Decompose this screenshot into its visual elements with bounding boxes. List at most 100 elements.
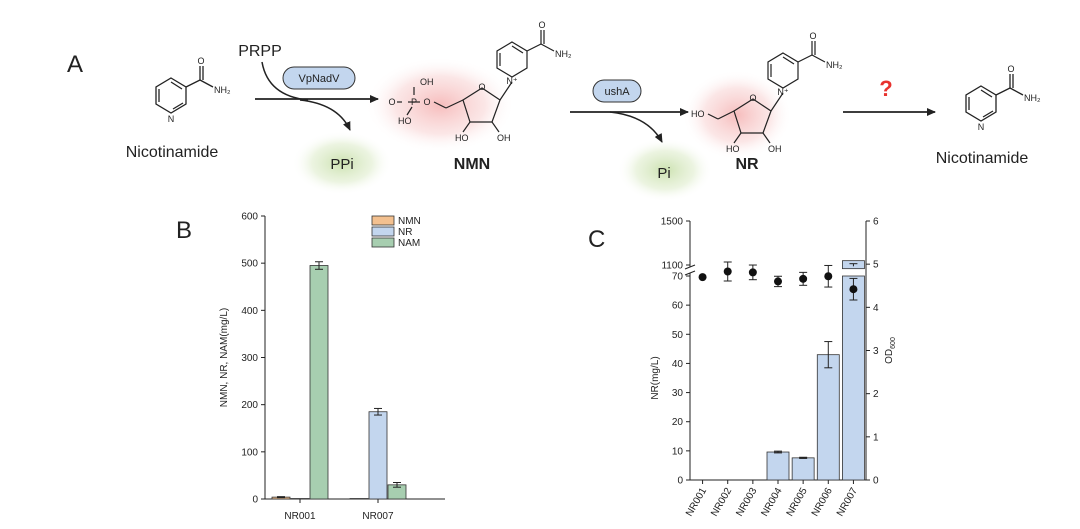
atom-label: O bbox=[197, 56, 204, 66]
nicotinamide-structure-left bbox=[155, 66, 214, 114]
y-axis-label: NMN, NR, NAM(mg/L) bbox=[219, 308, 230, 407]
od600-point bbox=[723, 267, 732, 276]
atom-label: HO bbox=[691, 109, 705, 119]
y-tick-label: 500 bbox=[241, 259, 258, 270]
axis-break-mark bbox=[684, 264, 696, 270]
od600-point bbox=[799, 274, 808, 283]
x-tick-label: NR002 bbox=[709, 486, 734, 519]
enzyme-label-vpnadv: VpNadV bbox=[299, 73, 341, 85]
od600-point bbox=[849, 285, 858, 294]
y2-tick-label: 4 bbox=[873, 303, 879, 314]
y-tick-label: 400 bbox=[241, 306, 258, 317]
od600-point bbox=[774, 277, 782, 286]
nr-label: NR bbox=[735, 156, 759, 173]
panel-label-b: B bbox=[176, 217, 192, 244]
legend-swatch-nmn bbox=[371, 215, 395, 226]
od600-point bbox=[824, 272, 833, 281]
atom-label: OH bbox=[420, 77, 434, 87]
prpp-label: PRPP bbox=[238, 43, 282, 60]
y-tick-label: 200 bbox=[241, 400, 258, 411]
bar-nr bbox=[766, 451, 790, 481]
y2-tick-label: 2 bbox=[873, 389, 879, 400]
atom-label: N⁺ bbox=[506, 76, 517, 86]
bar-nr bbox=[368, 411, 388, 500]
x-tick-label: NR004 bbox=[760, 486, 785, 519]
bar-nam bbox=[309, 265, 329, 500]
x-tick-label: NR001 bbox=[284, 511, 316, 522]
legend-label: NR bbox=[398, 227, 412, 238]
y-axis-label: NR(mg/L) bbox=[650, 356, 661, 399]
atom-label: N⁺ bbox=[777, 87, 788, 97]
x-tick-label: NR003 bbox=[734, 486, 759, 519]
y-tick-label: 30 bbox=[672, 388, 684, 399]
y2-tick-label: 3 bbox=[873, 346, 879, 357]
ppi-output-arrow bbox=[299, 99, 351, 131]
legend-label: NAM bbox=[398, 238, 420, 249]
x-tick-label: NR007 bbox=[362, 511, 394, 522]
axis-break-mark bbox=[684, 270, 696, 276]
od600-point bbox=[698, 273, 707, 282]
y-tick-label: 300 bbox=[241, 353, 258, 364]
y2-tick-label: 6 bbox=[873, 217, 879, 228]
y-tick-label: 0 bbox=[677, 476, 683, 487]
x-tick-label: NR005 bbox=[785, 486, 810, 519]
prpp-input-arrow bbox=[261, 61, 309, 101]
nicotinamide-structure-right bbox=[965, 74, 1024, 122]
od600-point bbox=[748, 268, 757, 277]
atom-label: O bbox=[478, 82, 485, 92]
atom-label: NH₂ bbox=[1024, 93, 1041, 103]
atom-label: P bbox=[411, 97, 417, 107]
unknown-step-mark: ? bbox=[879, 76, 892, 101]
enzyme-label-usha: ushA bbox=[604, 86, 630, 98]
y-tick-label: 70 bbox=[672, 272, 684, 283]
y-tick-label: 60 bbox=[672, 301, 684, 312]
y-tick-label: 20 bbox=[672, 417, 684, 428]
nmn-structure bbox=[397, 30, 555, 133]
y-tick-label: 100 bbox=[241, 447, 258, 458]
atom-label: O bbox=[1007, 64, 1014, 74]
nr-structure bbox=[707, 41, 826, 144]
atom-label: HO bbox=[398, 116, 412, 126]
atom-label: N bbox=[168, 114, 175, 124]
y-tick-label: 0 bbox=[252, 495, 258, 506]
enzyme-badge-usha bbox=[592, 79, 642, 103]
ppi-label: PPi bbox=[330, 156, 353, 173]
bar-nmn bbox=[349, 498, 369, 500]
atom-label: OH bbox=[497, 133, 511, 143]
atom-label: O bbox=[388, 97, 395, 107]
atom-label: O bbox=[538, 20, 545, 30]
atom-label: HO bbox=[455, 133, 469, 143]
bar-nr bbox=[816, 354, 840, 481]
y2-tick-label: 1 bbox=[873, 432, 879, 443]
y-tick-label: 40 bbox=[672, 359, 684, 370]
panel-label-a: A bbox=[67, 51, 83, 78]
atom-label: N bbox=[978, 122, 985, 132]
legend-swatch-nam bbox=[371, 237, 395, 248]
atom-label: O bbox=[749, 93, 756, 103]
nr-glow bbox=[682, 70, 792, 160]
substrate-label: Nicotinamide bbox=[126, 144, 219, 161]
pi-glow bbox=[617, 138, 713, 202]
x-tick-label: NR001 bbox=[684, 486, 709, 519]
pi-label: Pi bbox=[657, 165, 670, 182]
atom-label: O bbox=[809, 31, 816, 41]
product-label: Nicotinamide bbox=[936, 150, 1029, 167]
x-tick-label: NR006 bbox=[810, 486, 835, 519]
y-tick-label: 1100 bbox=[661, 261, 683, 272]
pi-output-arrow bbox=[609, 111, 663, 143]
atom-label: NH₂ bbox=[826, 60, 843, 70]
bar-nr bbox=[791, 457, 815, 481]
atom-label: NH₂ bbox=[214, 85, 231, 95]
panel-label-c: C bbox=[588, 226, 605, 253]
x-tick-label: NR007 bbox=[835, 486, 860, 519]
bar-nr-lower-segment bbox=[842, 275, 865, 481]
y-tick-label: 50 bbox=[672, 330, 684, 341]
y-tick-label: 10 bbox=[672, 446, 684, 457]
nmn-label: NMN bbox=[454, 156, 490, 173]
enzyme-badge-vpnadv bbox=[282, 66, 356, 90]
y2-tick-label: 5 bbox=[873, 260, 879, 271]
legend-swatch-nr bbox=[371, 226, 395, 237]
chart-c: C010203040506070110015000123456NR(mg/L)O… bbox=[588, 217, 897, 519]
